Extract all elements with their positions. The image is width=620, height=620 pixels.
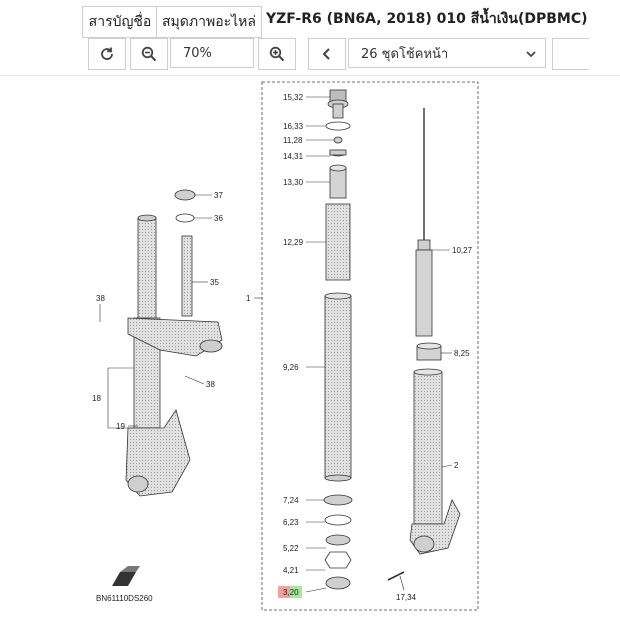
label-2[interactable]: 2 bbox=[454, 461, 459, 470]
label-8-25[interactable]: 8,25 bbox=[454, 349, 470, 358]
label-3-20[interactable]: 3,20 bbox=[283, 588, 299, 597]
top-bar: สารบัญชื่อ สมุดภาพอะไหล่ YZF-R6 (BN6A, 2… bbox=[0, 0, 620, 76]
section-select[interactable]: 26 ชุดโช้คหน้า bbox=[348, 38, 546, 68]
label-36[interactable]: 36 bbox=[214, 214, 223, 223]
tab-parts-list[interactable]: สารบัญชื่อ bbox=[82, 6, 158, 38]
label-18[interactable]: 18 bbox=[92, 394, 101, 403]
label-10-27[interactable]: 10,27 bbox=[452, 246, 473, 255]
label-13-30[interactable]: 13,30 bbox=[283, 178, 304, 187]
label-11-28[interactable]: 11,28 bbox=[283, 136, 303, 145]
zoom-select[interactable]: 70% bbox=[170, 38, 254, 68]
label-19[interactable]: 19 bbox=[116, 422, 125, 431]
chevron-down-icon bbox=[526, 51, 536, 58]
zoom-in-button[interactable] bbox=[258, 38, 296, 70]
zoom-out-button[interactable] bbox=[130, 38, 168, 70]
page-title: YZF-R6 (BN6A, 2018) 010 สีน้ำเงิน(DPBMC) bbox=[266, 11, 588, 27]
next-section-button[interactable] bbox=[552, 38, 589, 70]
refresh-icon bbox=[101, 47, 113, 60]
diagram-code: BN61110DS260 bbox=[96, 594, 153, 603]
front-direction-icon bbox=[112, 566, 140, 586]
previous-section-button[interactable] bbox=[308, 38, 346, 70]
refresh-button[interactable] bbox=[88, 38, 126, 70]
highlight-green bbox=[290, 586, 302, 598]
leader-lines bbox=[99, 96, 453, 593]
label-16-33[interactable]: 16,33 bbox=[283, 122, 304, 131]
zoom-in-icon bbox=[269, 46, 285, 62]
label-17-34[interactable]: 17,34 bbox=[396, 593, 417, 602]
label-37[interactable]: 37 bbox=[214, 191, 223, 200]
chevron-left-icon bbox=[322, 48, 330, 60]
zoom-value: 70% bbox=[183, 45, 212, 61]
label-9-26[interactable]: 9,26 bbox=[283, 363, 299, 372]
label-1[interactable]: 1 bbox=[246, 294, 251, 303]
label-6-23[interactable]: 6,23 bbox=[283, 518, 299, 527]
label-5-22[interactable]: 5,22 bbox=[283, 544, 299, 553]
section-value: 26 ชุดโช้คหน้า bbox=[361, 46, 449, 62]
label-12-29[interactable]: 12,29 bbox=[283, 238, 304, 247]
parts-diagram: 15,32 16,33 11,28 14,31 13,30 12,29 9,26… bbox=[92, 81, 479, 611]
label-38-bottom[interactable]: 38 bbox=[206, 380, 215, 389]
label-38-top[interactable]: 38 bbox=[96, 294, 105, 303]
label-14-31[interactable]: 14,31 bbox=[283, 152, 304, 161]
assembly-frame bbox=[261, 81, 479, 611]
label-4-21[interactable]: 4,21 bbox=[283, 566, 299, 575]
label-7-24[interactable]: 7,24 bbox=[283, 496, 299, 505]
exploded-parts-drawing[interactable] bbox=[323, 89, 461, 590]
tab-parts-catalog[interactable]: สมุดภาพอะไหล่ bbox=[156, 6, 262, 38]
label-15-32[interactable]: 15,32 bbox=[283, 93, 304, 102]
label-35[interactable]: 35 bbox=[210, 278, 219, 287]
highlight-red bbox=[278, 586, 292, 598]
fork-assembly-drawing[interactable] bbox=[125, 189, 223, 497]
zoom-out-icon bbox=[141, 46, 157, 62]
